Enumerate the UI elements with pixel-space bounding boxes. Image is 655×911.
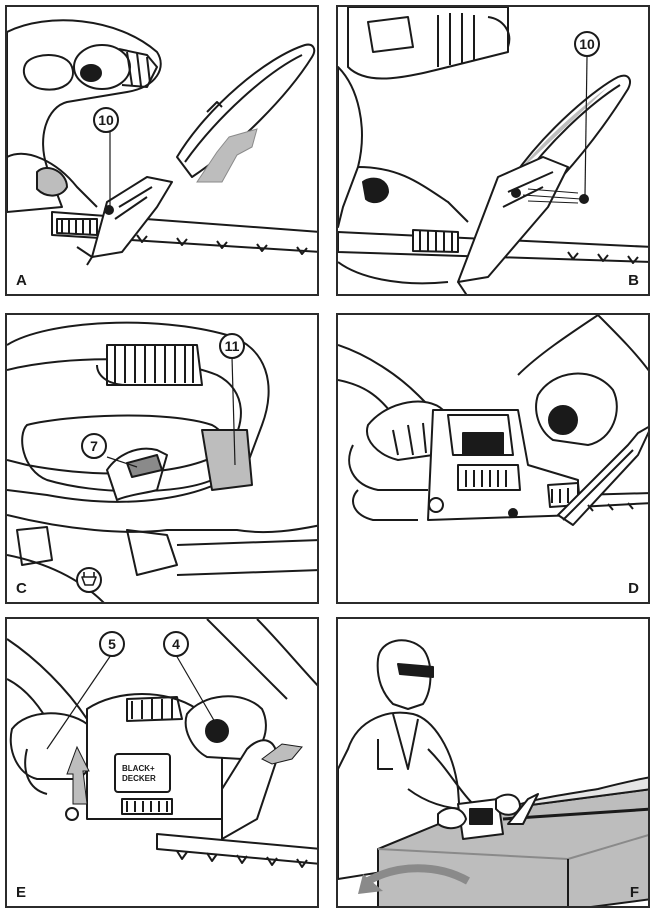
callout-7: 7 — [81, 433, 107, 459]
panel-label: C — [16, 580, 27, 597]
callout-4: 4 — [163, 631, 189, 657]
illustration-guard-installation-a — [7, 19, 317, 266]
figure-panel-c: 11 7 C — [5, 313, 319, 604]
panel-label: B — [628, 272, 639, 289]
callout-10: 10 — [574, 31, 600, 57]
panel-label: E — [16, 884, 27, 901]
figure-panel-a: 10 A — [5, 5, 319, 296]
illustration-cutting-hedge-f — [338, 639, 648, 906]
panel-label: F — [629, 884, 639, 901]
figure-panel-e: BLACK+ DECKER 5 4 E — [5, 617, 319, 908]
figure-panel-d: D — [336, 313, 650, 604]
callout-10: 10 — [93, 107, 119, 133]
illustration-guard-installation-b — [338, 7, 648, 294]
brand-line-1: BLACK+ — [122, 764, 155, 773]
illustration-switch-operation-e: BLACK+ DECKER — [7, 619, 317, 868]
illustration-two-hand-grip-d — [338, 315, 648, 526]
callout-11: 11 — [219, 333, 245, 359]
illustration-front-handle-c — [7, 321, 317, 602]
panel-label: D — [628, 580, 639, 597]
figure-panel-b: 10 B — [336, 5, 650, 296]
panel-label: A — [16, 272, 27, 289]
callout-5: 5 — [99, 631, 125, 657]
brand-line-2: DECKER — [122, 774, 156, 783]
figure-panel-f: F — [336, 617, 650, 908]
